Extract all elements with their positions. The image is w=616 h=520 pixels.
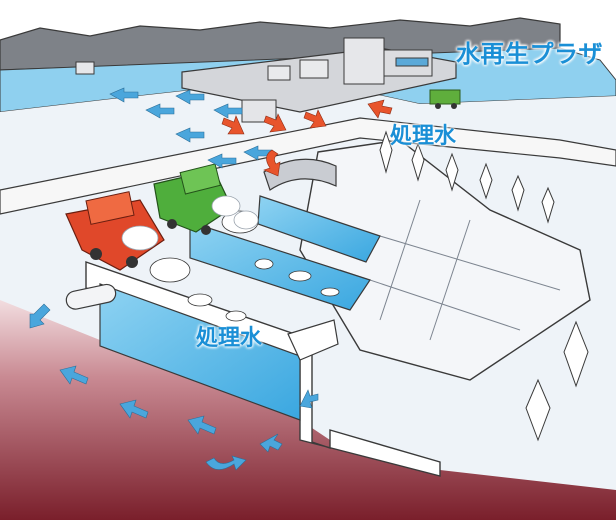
plant-label: 水再生プラザ [456,40,603,68]
lower-channel-water [99,283,301,421]
treated-water-label-top: 処理水 [390,124,457,149]
upper-channel-water [189,221,371,311]
flow-arrow-icon [221,99,393,177]
intake-arch [263,158,337,191]
snow-icon [121,195,259,251]
inflow-pipe [65,283,117,310]
building-roof-grid [339,199,561,341]
inlet-channel-water [257,195,381,263]
channel-outlet [287,319,339,361]
dump-truck-icon [65,191,165,271]
dump-truck-icon [153,163,233,235]
river-outfall-box [75,61,95,75]
tree-icon [379,130,589,442]
mountain-ridge [0,17,561,71]
plant-truck [429,89,461,109]
flow-arrow-icon [29,87,319,471]
treated-water-label-channel: 処理水 [196,326,263,351]
plant-buildings [267,37,433,85]
ground-cross-section [0,300,616,520]
road [0,117,616,215]
